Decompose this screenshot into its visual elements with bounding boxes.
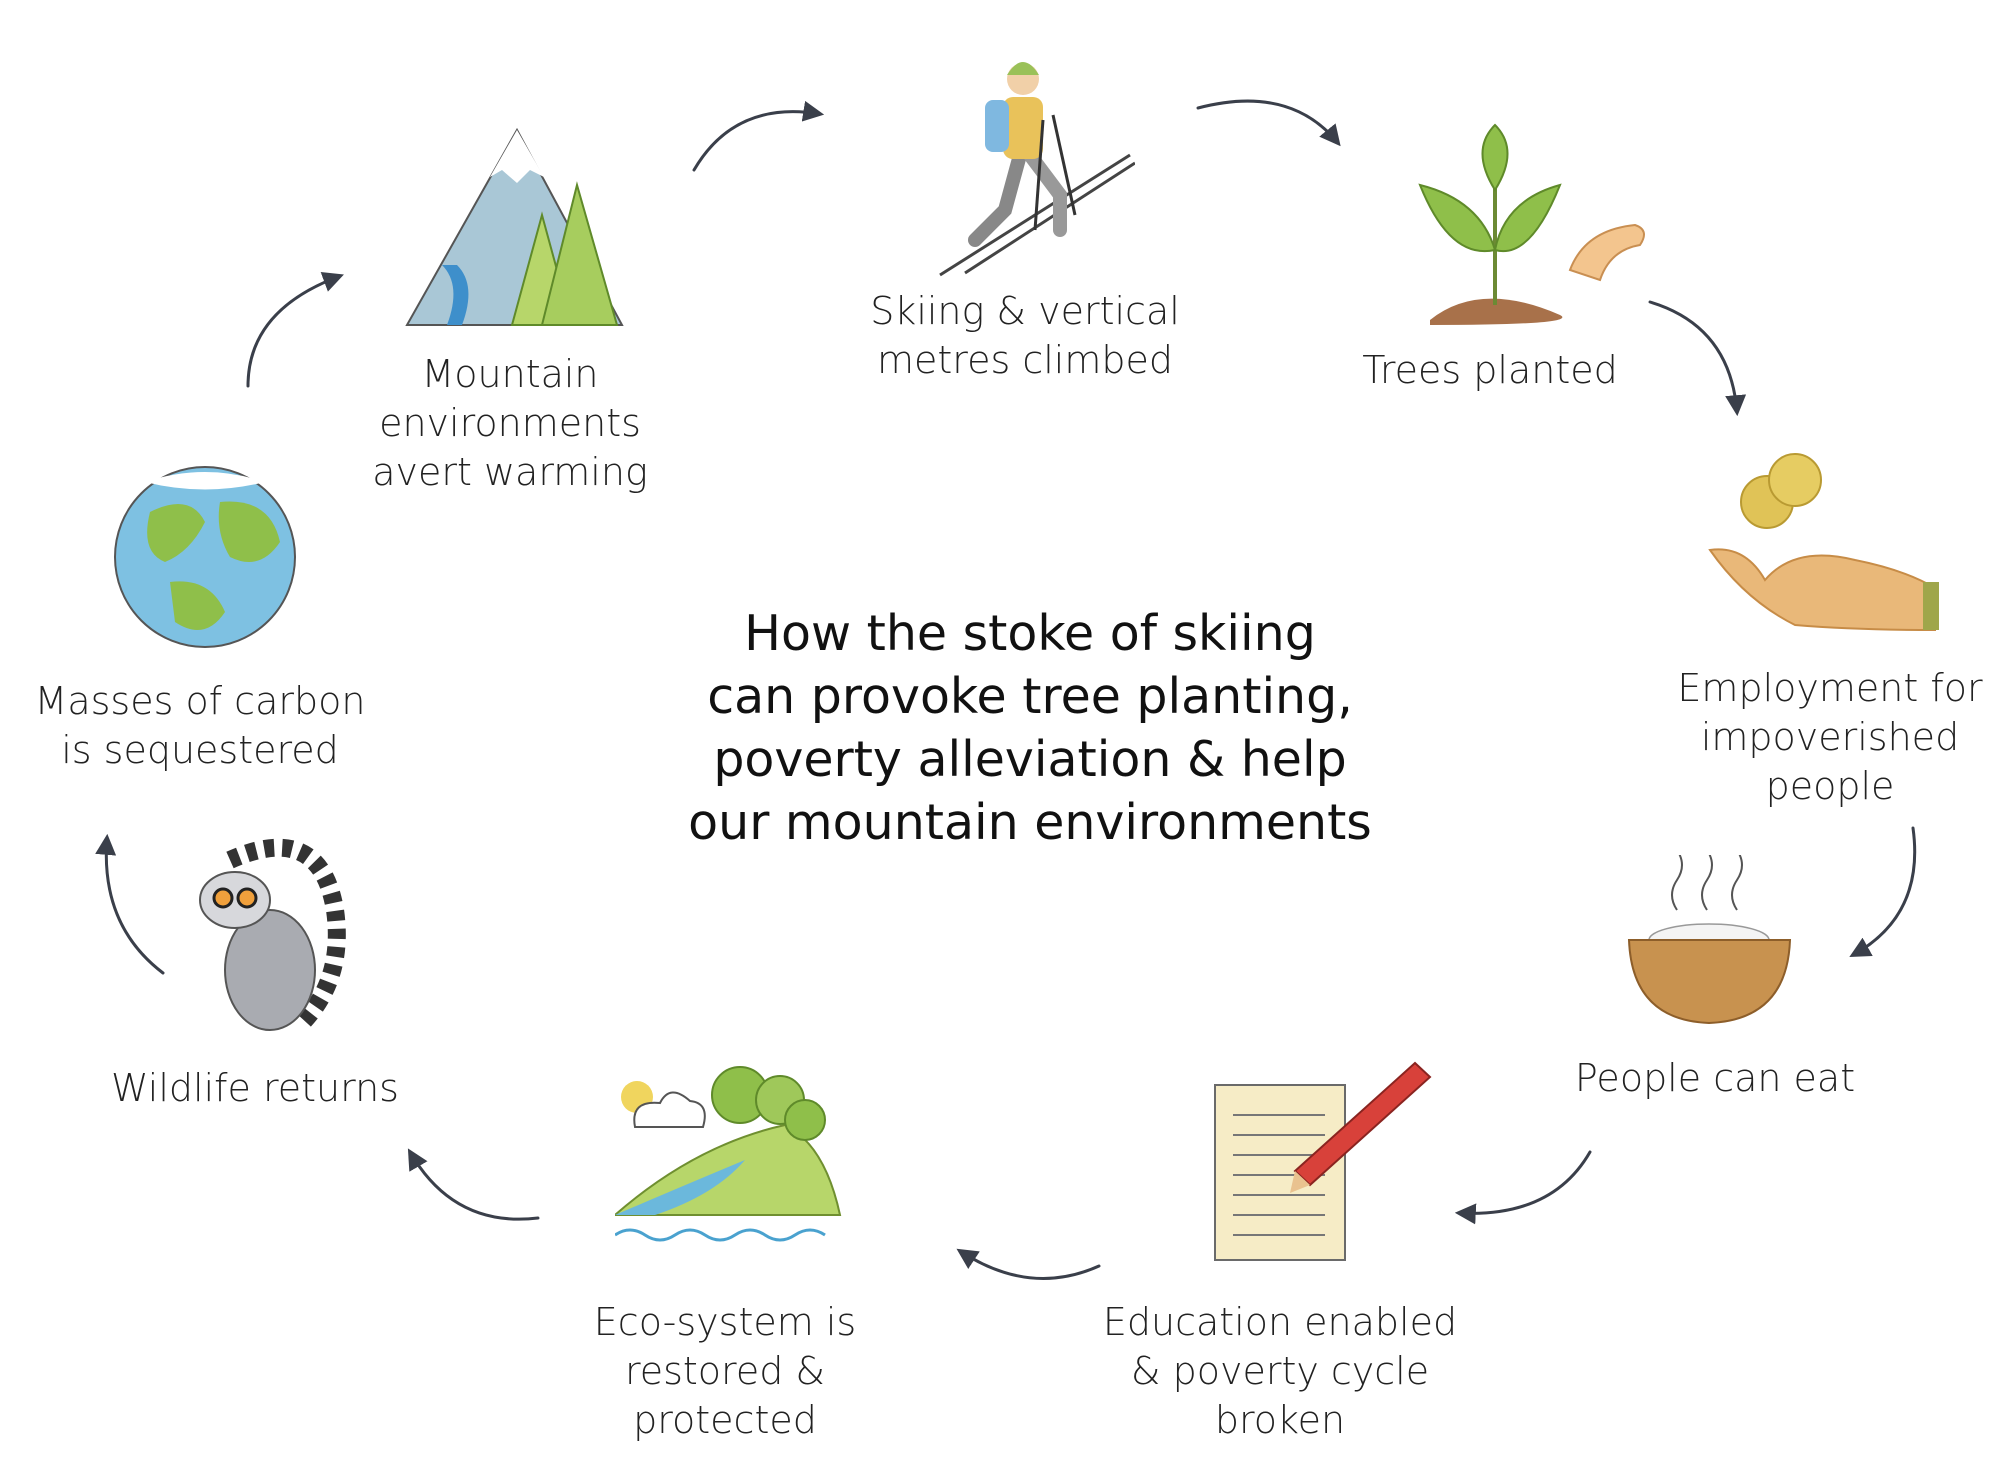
arrow-mountain-to-skiing [692, 100, 825, 172]
hand-coins-icon [1708, 453, 1939, 632]
arrow-skiing-to-trees [1196, 99, 1341, 147]
arrow-education-to-ecosystem [956, 1248, 1101, 1280]
food-bowl-icon [1627, 855, 1792, 1025]
arrow-wildlife-to-carbon [95, 833, 165, 975]
step-label-wildlife: Wildlife returns [111, 1066, 399, 1110]
step-label-eat: People can eat [1574, 1056, 1856, 1100]
arrow-carbon-to-mountain [246, 271, 344, 388]
mountain-icon [405, 127, 624, 326]
arrow-employment-to-eat [1849, 826, 1917, 958]
step-label-education: Education enabled & poverty cycle broken [1102, 1300, 1458, 1442]
globe-icon [114, 466, 296, 648]
step-label-mountain: Mountain environments avert warming [372, 352, 648, 494]
step-label-trees: Trees planted [1362, 348, 1618, 392]
lemur-icon [199, 838, 346, 1032]
arrow-trees-to-employment [1648, 300, 1747, 417]
step-label-carbon: Masses of carbon is sequestered [34, 679, 366, 772]
sapling-icon [1418, 123, 1645, 325]
step-label-employment: Employment for impoverished people [1677, 666, 1983, 808]
arrow-eat-to-education [1454, 1150, 1592, 1225]
step-label-skiing: Skiing & vertical metres climbed [870, 289, 1180, 382]
landscape-icon [615, 1066, 842, 1242]
step-label-ecosystem: Eco-system is restored & protected [593, 1300, 857, 1442]
notebook-pencil-icon [1214, 1061, 1432, 1261]
diagram-title: How the stoke of skiing can provoke tree… [688, 605, 1372, 851]
skier-icon [939, 62, 1135, 277]
arrow-ecosystem-to-wildlife [407, 1148, 540, 1221]
